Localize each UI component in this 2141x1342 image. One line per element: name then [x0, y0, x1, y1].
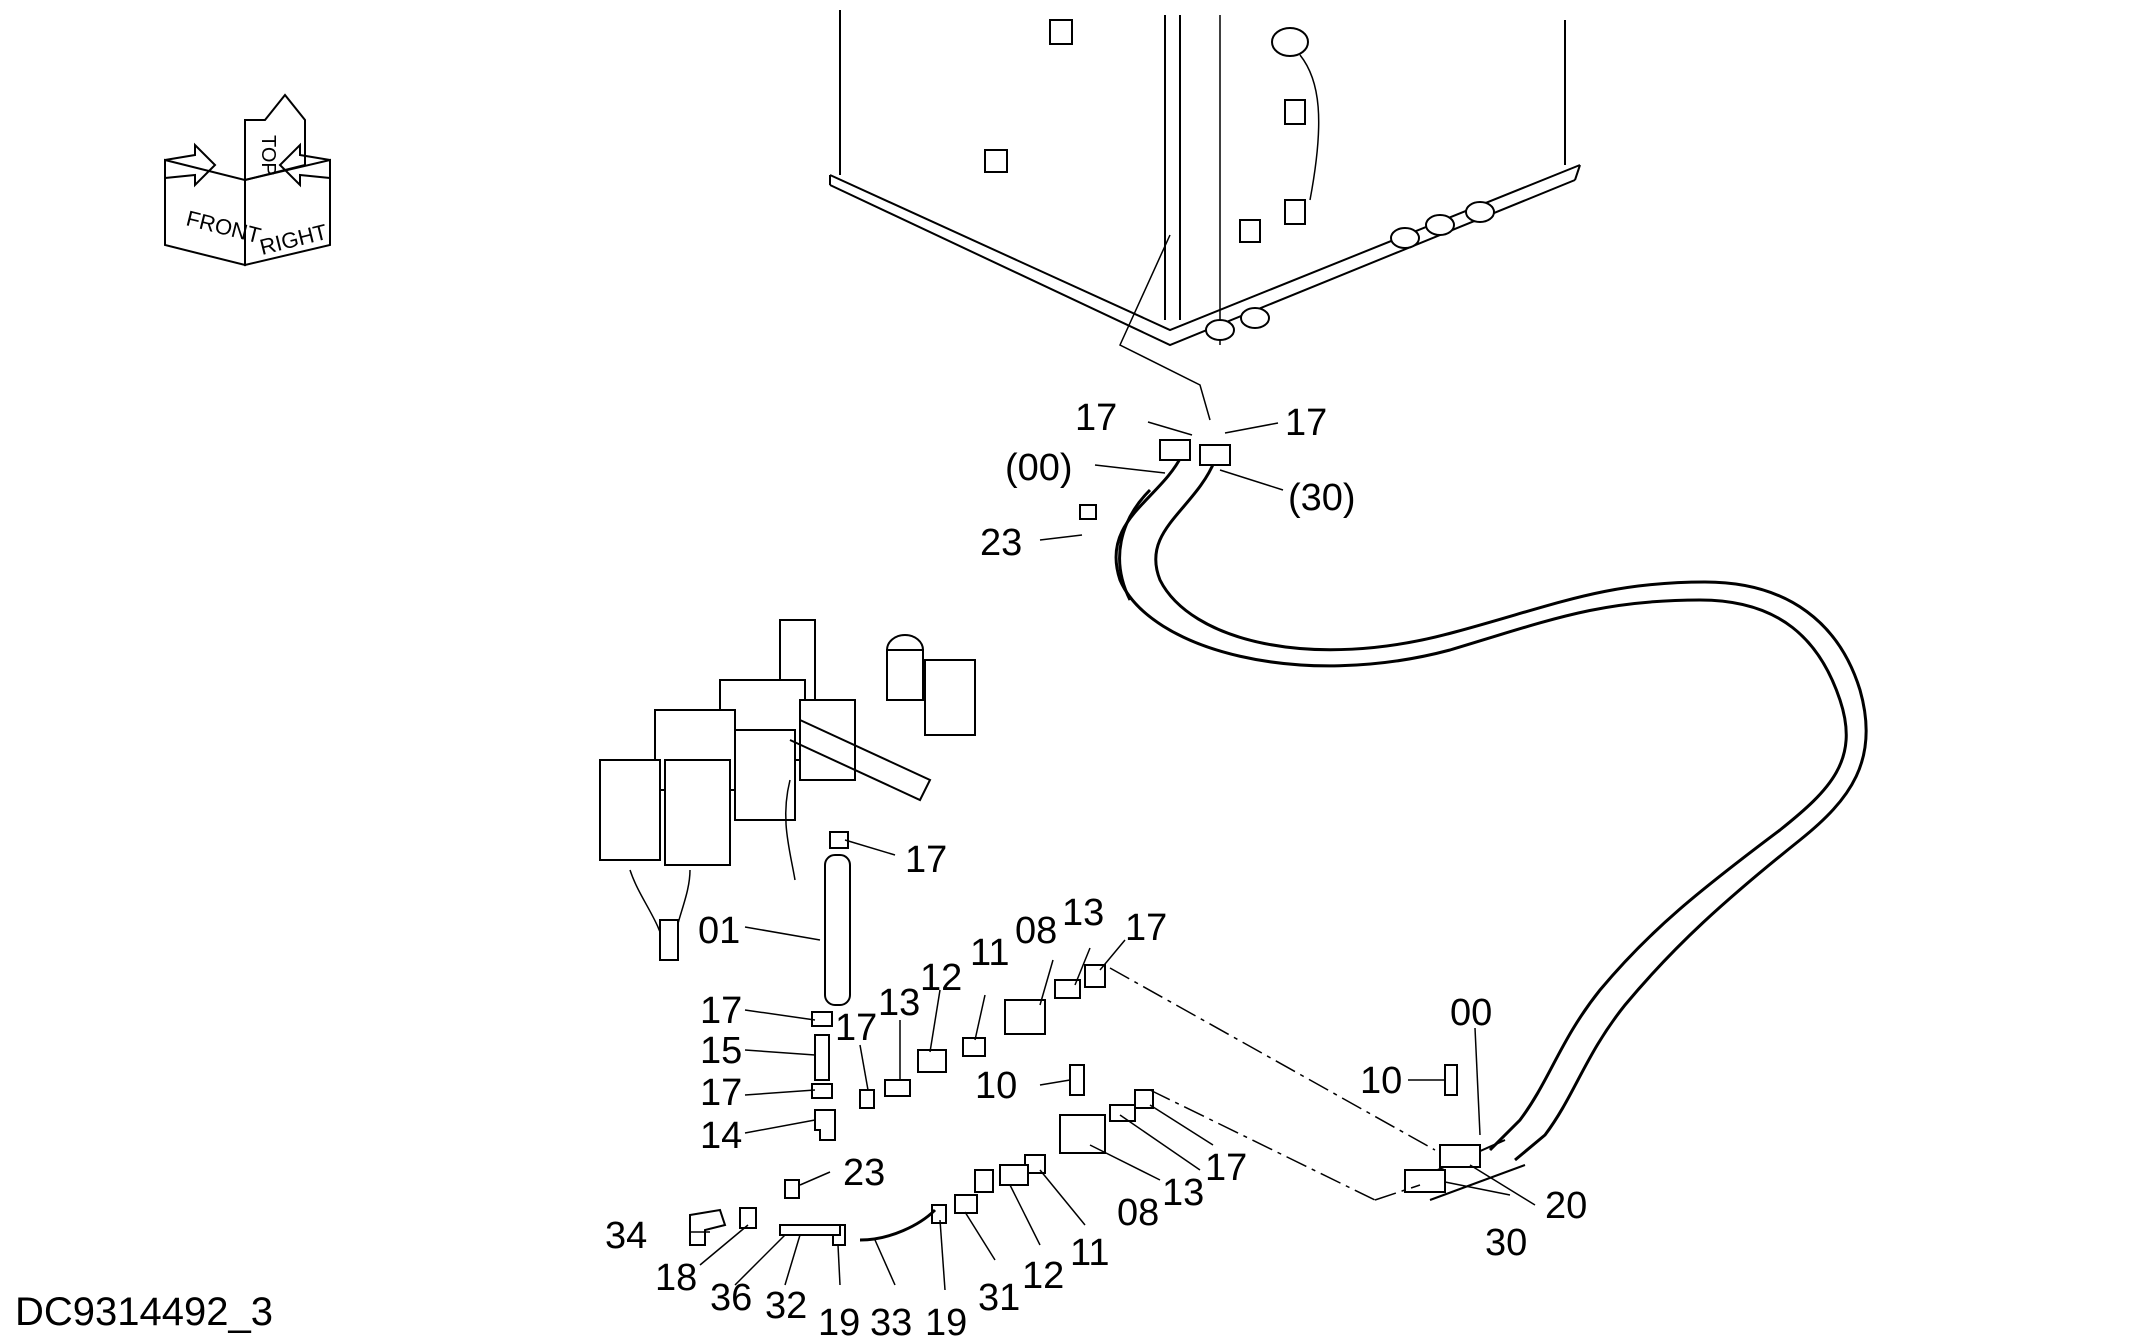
left-fittings — [689, 504, 1458, 1246]
label-17-mid: 17 — [835, 1007, 877, 1049]
label-17-a: 17 — [700, 990, 742, 1032]
label-13-upper: 13 — [1062, 892, 1104, 934]
label-17-tank-left: 17 — [1075, 397, 1117, 439]
front-label: FRONT — [184, 206, 264, 249]
label-17-b: 17 — [700, 1072, 742, 1114]
label-10-mid: 10 — [975, 1065, 1017, 1107]
label-08-lower: 08 — [1117, 1192, 1159, 1234]
label-20: 20 — [1545, 1185, 1587, 1227]
label-11-upper: 11 — [970, 932, 1009, 974]
label-12-lower: 12 — [1022, 1255, 1064, 1297]
label-23-bottom: 23 — [843, 1152, 885, 1194]
label-17-tank-right: 17 — [1285, 402, 1327, 444]
label-34: 34 — [605, 1215, 647, 1257]
label-30-paren: (30) — [1288, 477, 1356, 519]
drawing-id: DC9314492_3 — [15, 1290, 273, 1334]
label-36: 36 — [710, 1277, 752, 1319]
top-label: TOP — [257, 135, 279, 176]
routing-lines — [1109, 967, 1436, 1201]
label-01: 01 — [698, 910, 740, 952]
orientation-symbol: FRONT TOP RIGHT — [164, 93, 331, 267]
label-14: 14 — [700, 1115, 742, 1157]
label-32: 32 — [765, 1285, 807, 1327]
label-19-a: 19 — [818, 1302, 860, 1342]
label-12-upper: 12 — [920, 957, 962, 999]
main-hose-assembly — [1114, 439, 1868, 1201]
label-10-right: 10 — [1360, 1060, 1402, 1102]
label-00-paren: (00) — [1005, 447, 1073, 489]
label-15: 15 — [700, 1030, 742, 1072]
label-31: 31 — [978, 1277, 1020, 1319]
label-30: 30 — [1485, 1222, 1527, 1264]
label-23-top: 23 — [980, 522, 1022, 564]
label-19-b: 19 — [925, 1302, 967, 1342]
label-11-lower: 11 — [1070, 1232, 1109, 1274]
fuel-filter-assembly — [599, 619, 976, 961]
label-18: 18 — [655, 1257, 697, 1299]
leader-lines — [690, 421, 1536, 1291]
label-13-lower: 13 — [1162, 1172, 1204, 1214]
fuel-tank — [829, 10, 1581, 421]
label-17-lower: 17 — [1205, 1147, 1247, 1189]
label-33: 33 — [870, 1302, 912, 1342]
label-17-upper-right: 17 — [1125, 907, 1167, 949]
label-00-right: 00 — [1450, 992, 1492, 1034]
part-labels: 17 17 (00) (30) 23 17 01 08 13 17 11 12 … — [605, 397, 1587, 1342]
label-08-upper: 08 — [1015, 910, 1057, 952]
label-13-mid: 13 — [878, 982, 920, 1024]
label-17-filter: 17 — [905, 839, 947, 881]
